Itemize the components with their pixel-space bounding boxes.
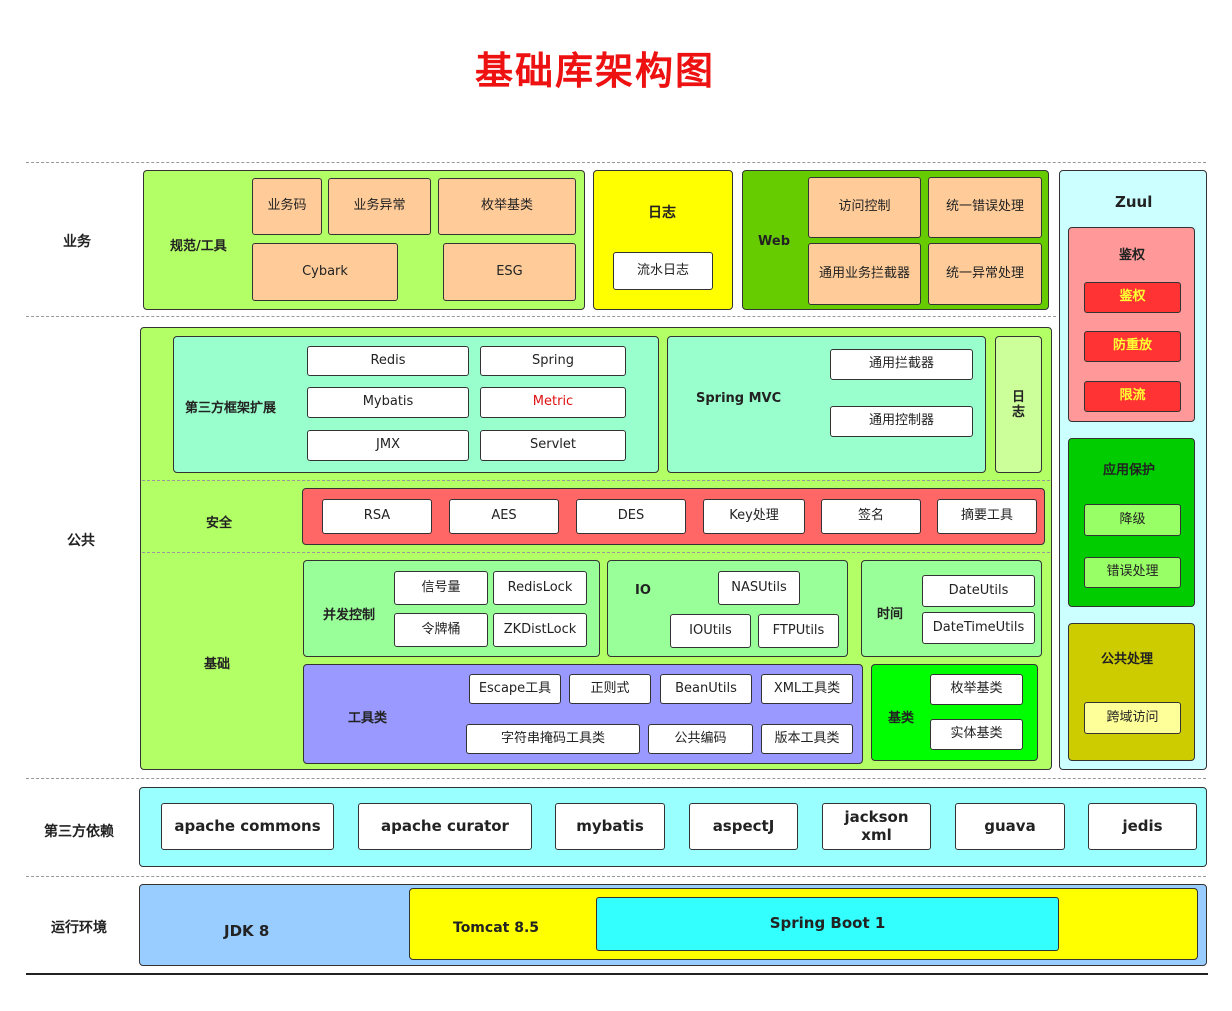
row-separator [26, 778, 1206, 779]
tools-label: 工具类 [348, 711, 388, 726]
security-item: RSA [322, 499, 432, 534]
spring-mvc-label: Spring MVC [696, 391, 782, 406]
framework-ext-label: 第三方框架扩展 [185, 401, 277, 416]
framework-item: JMX [307, 430, 469, 461]
concurrency-item: 令牌桶 [394, 613, 488, 647]
tools-item: 公共编码 [648, 724, 753, 754]
security-item: 签名 [821, 499, 921, 534]
web-item: 统一错误处理 [928, 177, 1042, 238]
spec-item: ESG [443, 243, 576, 301]
io-item: NASUtils [718, 571, 800, 605]
concurrency-item: 信号量 [394, 571, 488, 605]
security-item: AES [449, 499, 559, 534]
protect-label: 应用保护 [1103, 463, 1156, 478]
concurrency-item: RedisLock [493, 571, 587, 605]
protect-item: 降级 [1084, 504, 1181, 536]
page-title: 基础库架构图 [474, 49, 715, 93]
concurrency-item: ZKDistLock [493, 613, 587, 647]
bottom-border [26, 973, 1208, 975]
io-item: IOUtils [670, 614, 751, 648]
tools-item: XML工具类 [761, 674, 853, 704]
spring-mvc-item: 通用拦截器 [830, 349, 973, 380]
spring-boot-box: Spring Boot 1 [596, 897, 1059, 951]
web-item: 访问控制 [808, 177, 921, 238]
security-item: Key处理 [703, 499, 805, 534]
framework-item: Redis [307, 346, 469, 376]
security-label: 安全 [206, 516, 233, 531]
third-party-item: jedis [1088, 803, 1197, 850]
auth-item: 防重放 [1084, 331, 1181, 362]
base-label: 基类 [888, 711, 915, 726]
common-proc-panel [1068, 623, 1195, 761]
security-item: DES [576, 499, 686, 534]
third-party-item: apache curator [358, 803, 532, 850]
tools-item: 字符串掩码工具类 [466, 724, 640, 754]
inner-separator [142, 552, 1050, 553]
row-label-third-party: 第三方依赖 [44, 824, 114, 840]
spec-item: 业务异常 [328, 178, 431, 235]
inner-separator [142, 480, 1050, 481]
io-label: IO [635, 583, 651, 598]
web-item: 通用业务拦截器 [808, 243, 921, 305]
framework-item-metric: Metric [480, 387, 626, 418]
tools-item: 正则式 [569, 674, 651, 704]
spec-item: 枚举基类 [438, 178, 576, 235]
auth-label: 鉴权 [1119, 248, 1146, 263]
tools-item: Escape工具 [469, 674, 561, 704]
spec-item: 业务码 [252, 178, 322, 235]
log-side-panel [995, 336, 1042, 473]
common-proc-label: 公共处理 [1101, 652, 1154, 667]
log-label: 日志 [648, 205, 676, 221]
spec-item: Cybark [252, 243, 398, 301]
row-label-runtime: 运行环境 [51, 920, 107, 936]
protect-item: 错误处理 [1084, 557, 1181, 588]
framework-item: Mybatis [307, 387, 469, 418]
zuul-label: Zuul [1115, 193, 1153, 211]
web-item: 统一异常处理 [928, 243, 1042, 305]
log-item: 流水日志 [613, 252, 713, 290]
jdk-label: JDK 8 [224, 922, 270, 940]
row-separator [26, 162, 1206, 163]
base-item: 实体基类 [930, 719, 1023, 750]
time-item: DateTimeUtils [922, 612, 1035, 644]
time-item: DateUtils [922, 575, 1035, 607]
third-party-item: apache commons [161, 803, 334, 850]
auth-item: 限流 [1084, 381, 1181, 412]
third-party-item: jackson xml [822, 803, 931, 850]
framework-item: Spring [480, 346, 626, 376]
third-party-item: mybatis [555, 803, 665, 850]
basic-label: 基础 [204, 657, 231, 672]
base-item: 枚举基类 [930, 674, 1023, 705]
auth-item: 鉴权 [1084, 282, 1181, 313]
tools-item: BeanUtils [660, 674, 752, 704]
row-label-business: 业务 [63, 234, 91, 250]
tomcat-label: Tomcat 8.5 [453, 920, 540, 936]
spring-mvc-item: 通用控制器 [830, 406, 973, 437]
concurrency-label: 并发控制 [323, 608, 376, 623]
third-party-item: guava [955, 803, 1065, 850]
io-item: FTPUtils [758, 614, 839, 648]
log-side-label: 日志 [1012, 390, 1026, 420]
spec-tools-label: 规范/工具 [170, 239, 227, 254]
framework-item: Servlet [480, 430, 626, 461]
row-separator [26, 876, 1206, 877]
security-item: 摘要工具 [937, 499, 1037, 534]
time-label: 时间 [877, 607, 904, 622]
row-separator [26, 316, 1056, 317]
common-proc-item: 跨域访问 [1084, 702, 1181, 734]
row-label-common: 公共 [67, 533, 95, 549]
third-party-item: aspectJ [689, 803, 798, 850]
web-label: Web [758, 234, 790, 249]
tools-item: 版本工具类 [761, 724, 853, 754]
